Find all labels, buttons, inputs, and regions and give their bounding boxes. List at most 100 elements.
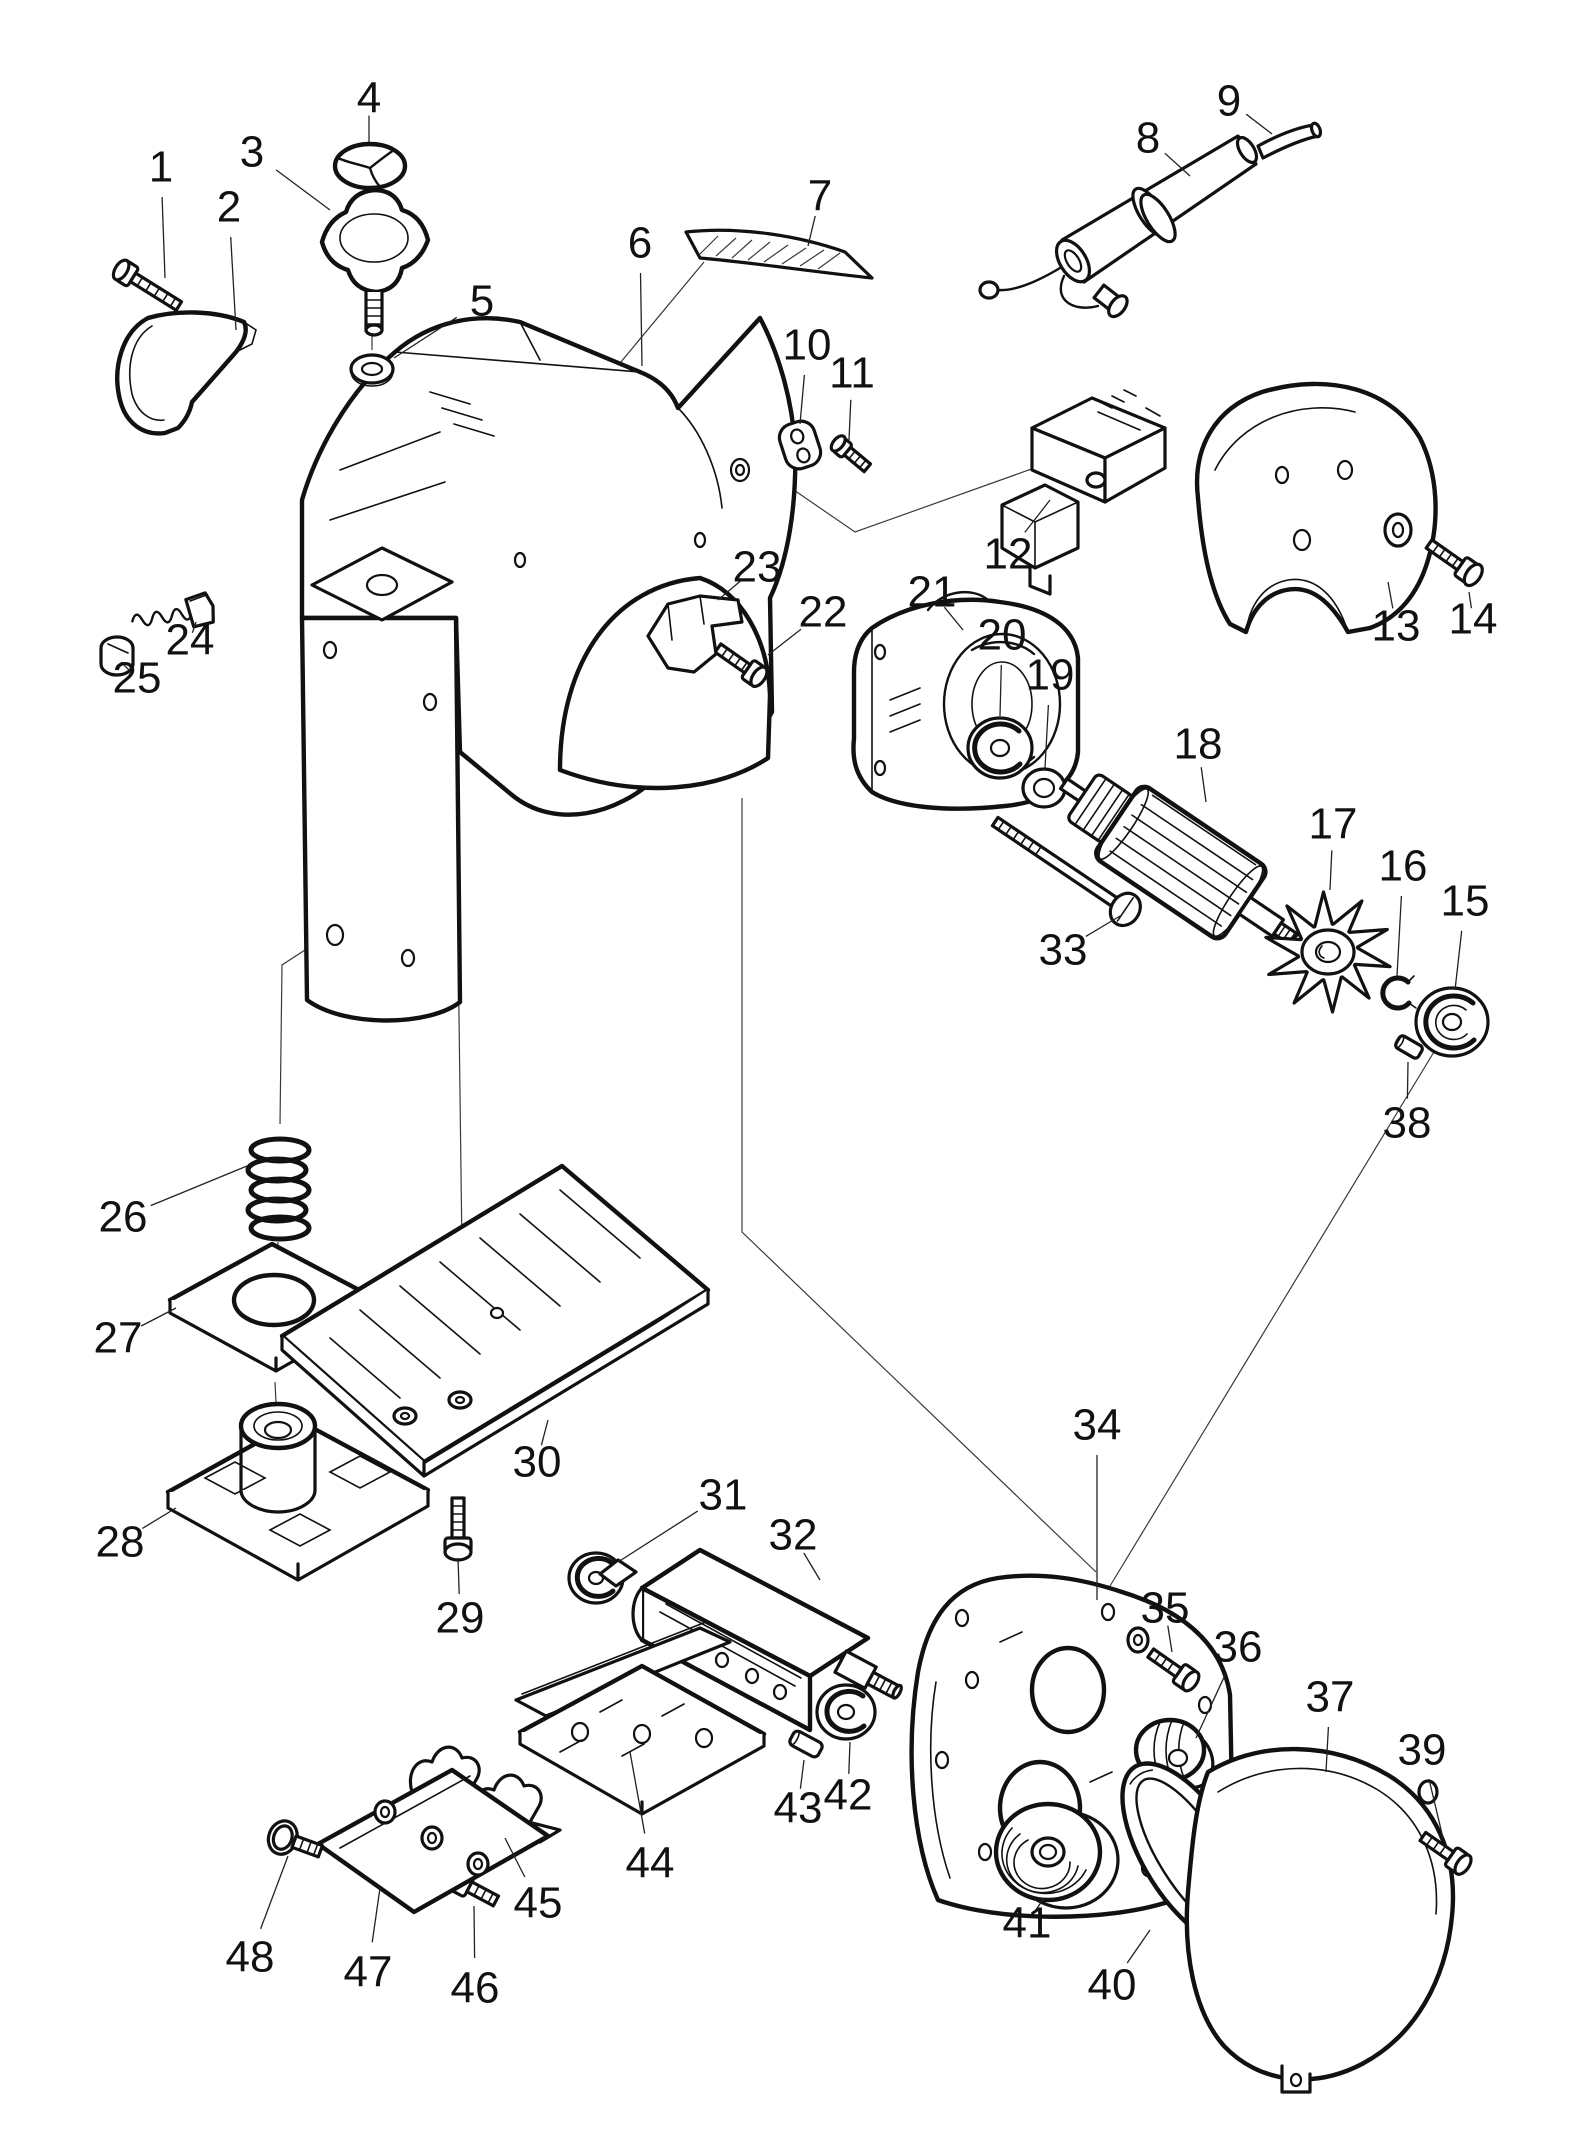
part-label-1: 1 bbox=[149, 143, 173, 192]
drum-key bbox=[788, 1729, 824, 1759]
leader-line-5 bbox=[393, 316, 458, 359]
leader-line-24 bbox=[191, 621, 197, 634]
chip-guide bbox=[646, 594, 744, 674]
leader-line-10 bbox=[799, 374, 806, 425]
leader-line-1 bbox=[161, 196, 166, 279]
part-label-38: 38 bbox=[1383, 1099, 1432, 1148]
leader-line-43 bbox=[799, 1759, 805, 1789]
front-base bbox=[165, 1401, 431, 1582]
leader-line-11 bbox=[848, 399, 852, 441]
cooling-fan bbox=[1264, 890, 1392, 1014]
cord-guard bbox=[1256, 121, 1323, 160]
part-label-11: 11 bbox=[829, 349, 875, 398]
leader-line-48 bbox=[259, 1855, 289, 1930]
part-label-9: 9 bbox=[1217, 77, 1241, 126]
part-label-40: 40 bbox=[1088, 1961, 1137, 2010]
part-label-42: 42 bbox=[824, 1771, 873, 1820]
part-label-39: 39 bbox=[1398, 1726, 1447, 1775]
leader-line-6 bbox=[639, 272, 643, 367]
leader-line-45 bbox=[504, 1837, 526, 1878]
leader-line-2 bbox=[230, 236, 237, 331]
part-label-6: 6 bbox=[628, 219, 652, 268]
part-label-2: 2 bbox=[217, 183, 241, 232]
leader-lines bbox=[120, 113, 1473, 1964]
planer-blade bbox=[684, 228, 874, 280]
part-label-33: 33 bbox=[1039, 926, 1088, 975]
part-label-23: 23 bbox=[733, 543, 782, 592]
leader-line-19 bbox=[1044, 704, 1050, 769]
part-label-47: 47 bbox=[344, 1948, 393, 1997]
leader-line-22 bbox=[767, 628, 802, 656]
leader-line-21 bbox=[943, 606, 964, 631]
part-label-5: 5 bbox=[470, 277, 494, 326]
leader-line-44 bbox=[629, 1751, 646, 1834]
leader-line-35 bbox=[1167, 1625, 1173, 1653]
leader-line-28 bbox=[142, 1507, 177, 1529]
part-label-15: 15 bbox=[1441, 877, 1490, 926]
cord-clamp bbox=[777, 419, 823, 471]
leader-line-9 bbox=[1245, 113, 1273, 135]
shaft-pin bbox=[1394, 1034, 1424, 1060]
bearing-15 bbox=[1414, 986, 1490, 1058]
part-label-48: 48 bbox=[226, 1933, 275, 1982]
leader-line-3 bbox=[275, 169, 331, 211]
leader-line-17 bbox=[1329, 850, 1333, 891]
part-label-22: 22 bbox=[799, 588, 848, 637]
cover-flange-screw bbox=[266, 1819, 325, 1859]
chip-deflector bbox=[115, 310, 257, 436]
blade-set-bar bbox=[514, 1621, 732, 1718]
blade-holder-plate bbox=[517, 1663, 767, 1816]
leader-line-16 bbox=[1396, 895, 1403, 977]
leader-line-42 bbox=[848, 1741, 851, 1774]
motor-housing bbox=[299, 315, 798, 1023]
plate-screw bbox=[1146, 1647, 1201, 1693]
part-label-28: 28 bbox=[96, 1518, 145, 1567]
part-label-27: 27 bbox=[94, 1314, 143, 1363]
pan-head-screw-1 bbox=[111, 258, 184, 312]
part-label-10: 10 bbox=[783, 321, 832, 370]
part-label-24: 24 bbox=[166, 616, 215, 665]
part-label-3: 3 bbox=[240, 128, 264, 177]
leader-line-18 bbox=[1200, 767, 1207, 803]
leader-line-27 bbox=[140, 1307, 177, 1327]
part-label-12: 12 bbox=[984, 530, 1033, 579]
spring-set-screw bbox=[131, 591, 215, 629]
bearing-20 bbox=[966, 716, 1034, 780]
leader-line-36 bbox=[1195, 1673, 1226, 1739]
cutter-drum bbox=[598, 1547, 903, 1733]
leader-line-8 bbox=[1164, 152, 1191, 177]
part-label-46: 46 bbox=[451, 1964, 500, 2013]
rear-base bbox=[279, 1163, 711, 1478]
part-label-7: 7 bbox=[808, 172, 832, 221]
leader-line-39 bbox=[1428, 1779, 1444, 1839]
part-label-44: 44 bbox=[626, 1839, 675, 1888]
part-label-37: 37 bbox=[1306, 1673, 1355, 1722]
part-label-34: 34 bbox=[1073, 1401, 1122, 1450]
part-label-14: 14 bbox=[1449, 595, 1498, 644]
bearing-42 bbox=[815, 1683, 877, 1741]
knob-cap bbox=[332, 141, 408, 191]
leader-line-7 bbox=[807, 215, 816, 247]
switch bbox=[1000, 389, 1167, 596]
part-label-16: 16 bbox=[1379, 842, 1428, 891]
part-label-20: 20 bbox=[978, 611, 1027, 660]
part-label-32: 32 bbox=[769, 1511, 818, 1560]
part-label-4: 4 bbox=[357, 74, 381, 123]
field-screw bbox=[713, 642, 769, 688]
leader-line-29 bbox=[457, 1557, 460, 1595]
washer-5 bbox=[349, 353, 395, 387]
part-label-36: 36 bbox=[1214, 1623, 1263, 1672]
blade-cover-plate bbox=[315, 1767, 551, 1915]
part-label-41: 41 bbox=[1003, 1899, 1052, 1948]
power-cord-boot bbox=[978, 134, 1259, 319]
cover-screw bbox=[1418, 1830, 1473, 1876]
leader-line-46 bbox=[473, 1905, 476, 1959]
washer-19 bbox=[1021, 767, 1067, 809]
part-label-21: 21 bbox=[908, 568, 957, 617]
leader-line-47 bbox=[371, 1887, 381, 1943]
leader-line-33 bbox=[1085, 915, 1121, 937]
part-label-25: 25 bbox=[113, 654, 162, 703]
